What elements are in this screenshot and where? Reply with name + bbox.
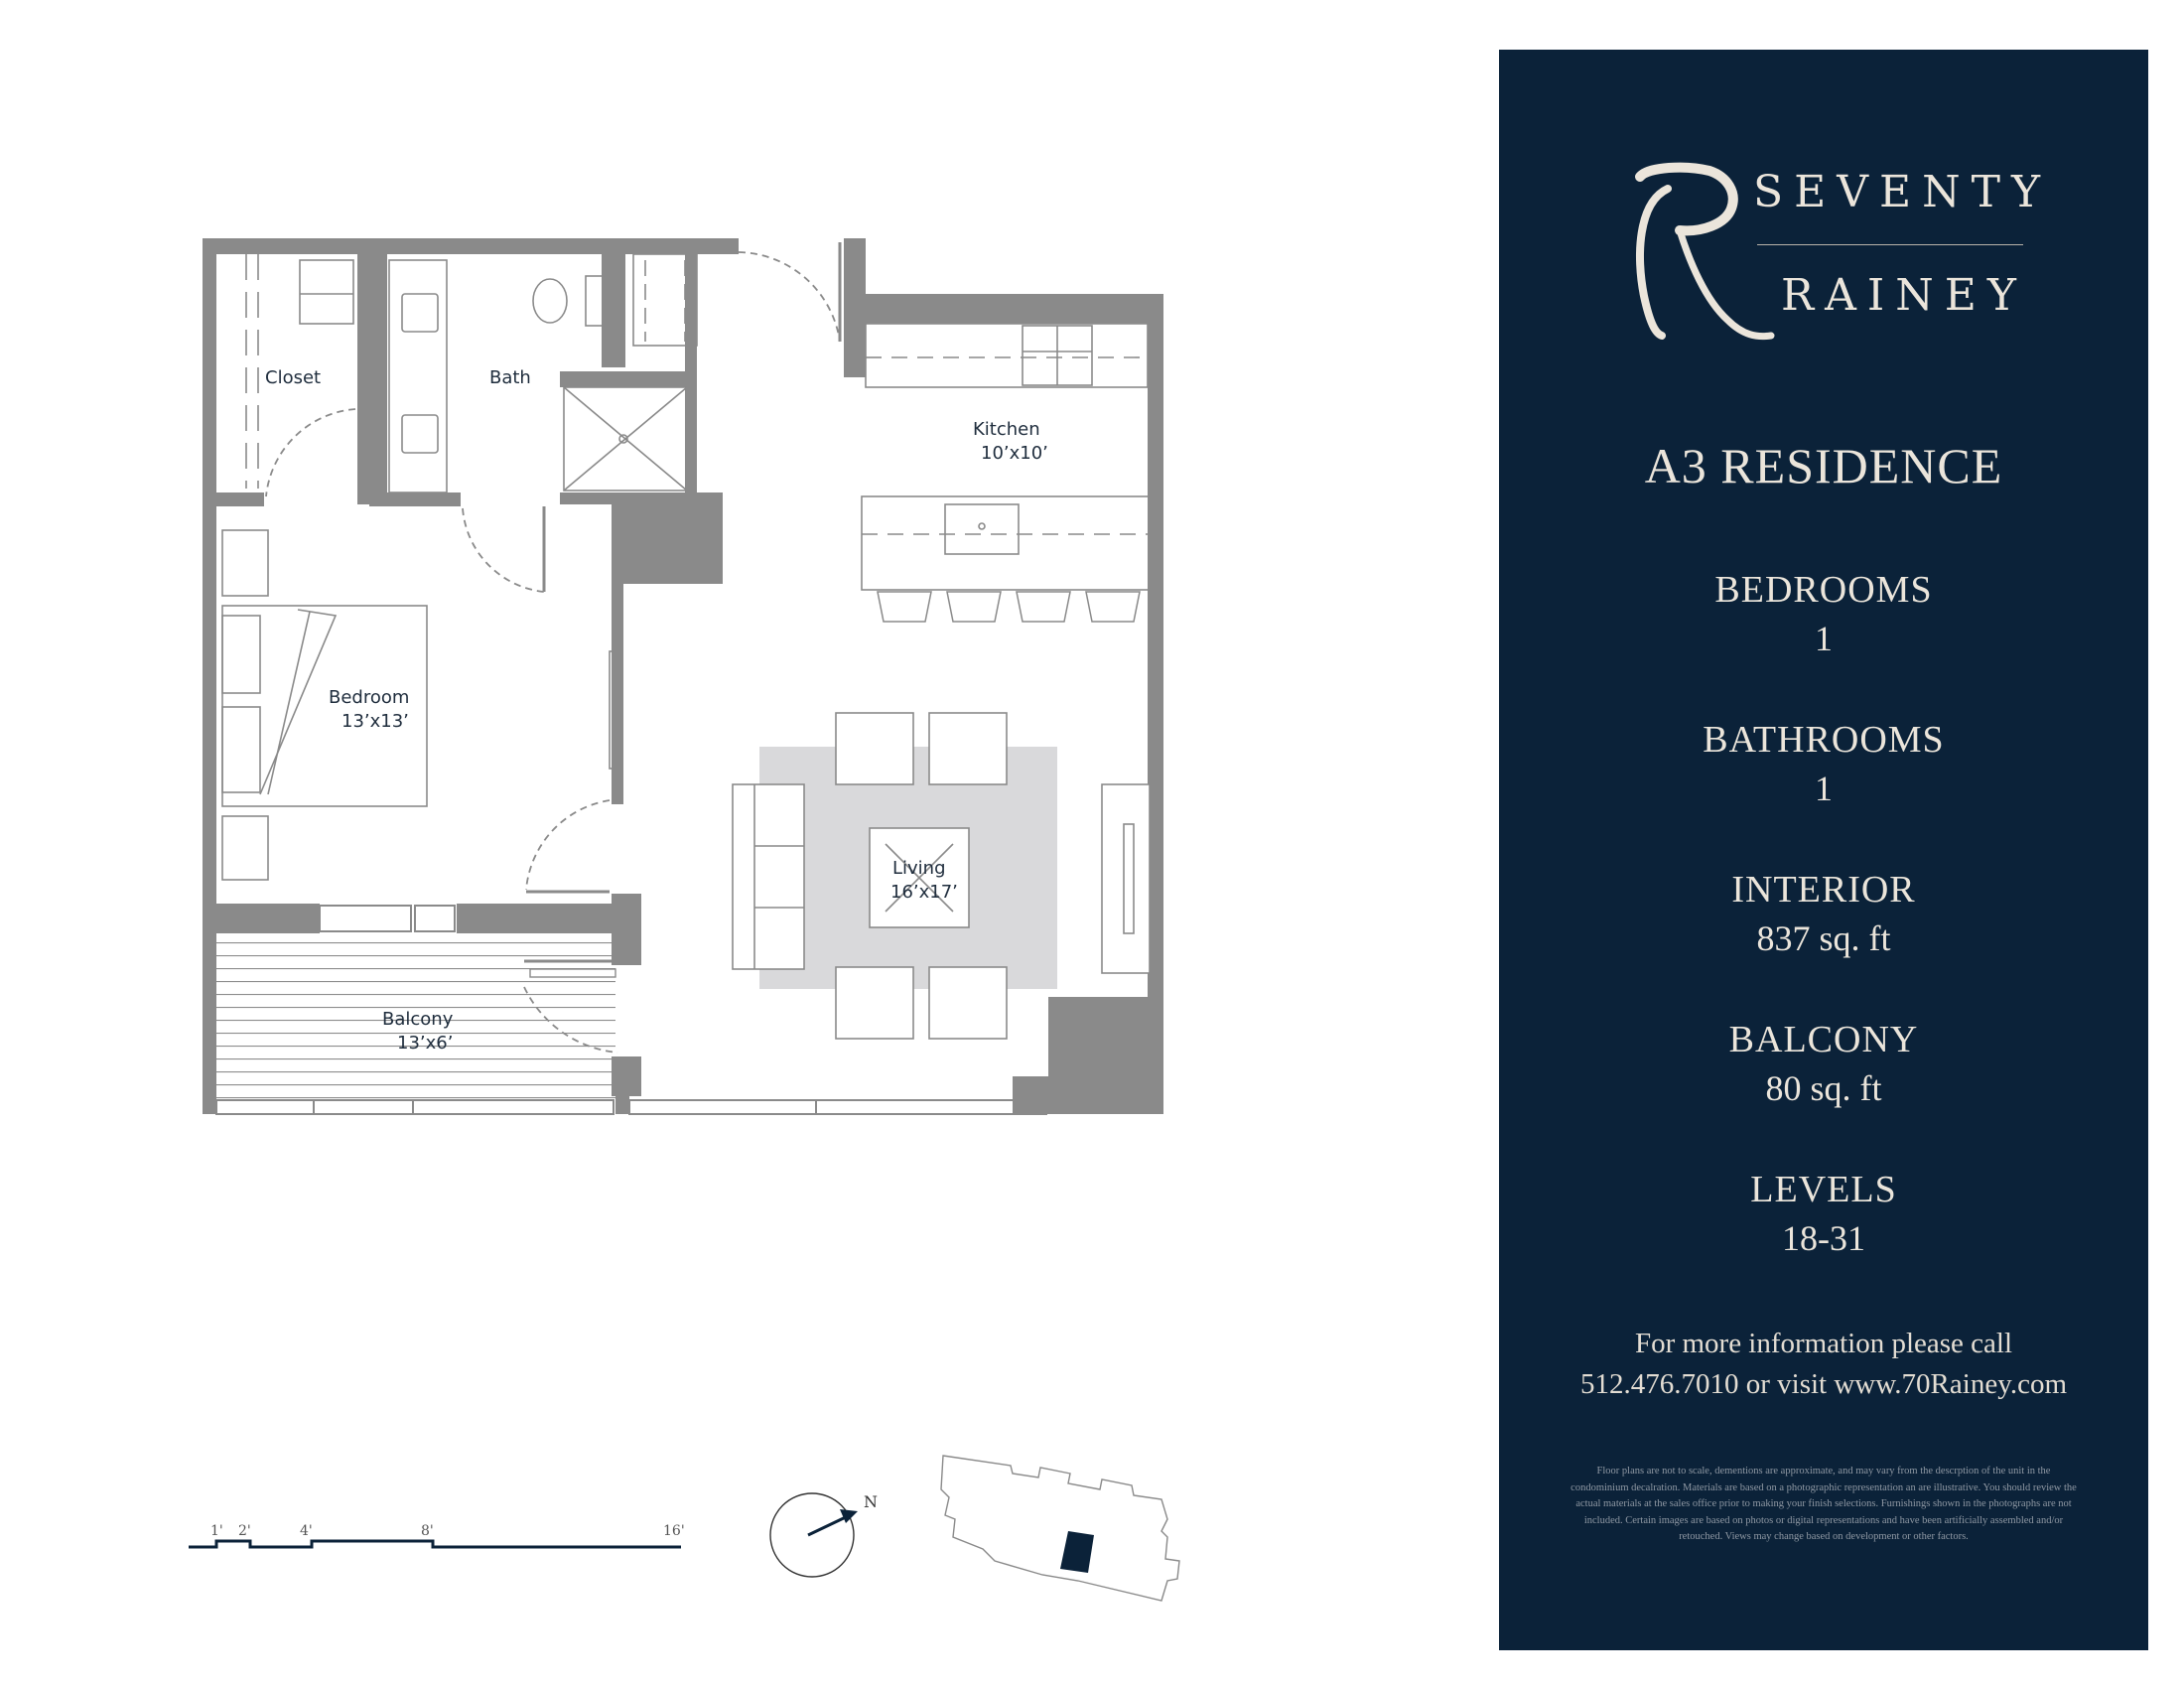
contact-info: For more information please call 512.476… (1499, 1324, 2148, 1405)
kitchen-label: Kitchen (973, 419, 1040, 440)
walls (203, 238, 1163, 1114)
windows (215, 905, 1047, 1115)
contact-line-2[interactable]: 512.476.7010 or visit www.70Rainey.com (1580, 1368, 2067, 1400)
stat-value: 1 (1815, 769, 1833, 808)
balcony-label: Balcony (382, 1009, 454, 1030)
residence-title: A3 RESIDENCE (1644, 438, 2003, 493)
bedroom-size: 13’x13’ (341, 711, 409, 732)
disclaimer-text: Floor plans are not to scale, dementions… (1570, 1466, 2077, 1542)
kitchen-fixtures (861, 323, 1153, 591)
stat-label: BEDROOMS (1714, 569, 1933, 611)
stat-value: 1 (1815, 619, 1833, 658)
info-panel: SEVENTY RAINEY A3 RESIDENCE BEDROOMS 1 B… (1499, 50, 2148, 1650)
stat-balcony: BALCONY 80 sq. ft (1499, 1016, 2148, 1113)
closet-shelf (299, 259, 354, 325)
stat-label: INTERIOR (1731, 869, 1916, 911)
stat-levels: LEVELS 18-31 (1499, 1166, 2148, 1263)
brand-divider (1757, 244, 2023, 245)
stat-value: 80 sq. ft (1765, 1068, 1882, 1108)
bar-stools (877, 591, 1141, 623)
closet-rods (245, 254, 259, 489)
closet-label: Closet (265, 367, 321, 388)
contact-line-1: For more information please call (1634, 1328, 2013, 1359)
scale-tick-4: 4' (300, 1523, 313, 1539)
brand-name-line-2: RAINEY (1781, 270, 2027, 321)
stat-bedrooms: BEDROOMS 1 (1499, 566, 2148, 663)
scale-tick-1: 1' (210, 1523, 223, 1539)
door-leaves (524, 242, 842, 963)
living-label: Living (892, 858, 946, 879)
stat-value: 18-31 (1782, 1218, 1865, 1258)
bedroom-furniture (221, 529, 622, 881)
bath-label: Bath (489, 367, 531, 388)
living-furniture (732, 712, 1151, 1040)
70-monogram-icon (1635, 162, 1775, 341)
kitchen-size: 10’x10’ (981, 443, 1048, 464)
stat-label: LEVELS (1750, 1169, 1897, 1210)
balcony-size: 13’x6’ (397, 1033, 453, 1054)
door-swings (265, 251, 841, 1054)
stat-bathrooms: BATHROOMS 1 (1499, 716, 2148, 813)
stat-label: BATHROOMS (1703, 719, 1945, 761)
floor-plan: Closet Bath Kitchen 10’x10’ Bedroom 13’x… (189, 238, 1180, 1602)
bedroom-label: Bedroom (329, 687, 409, 708)
living-size: 16’x17’ (890, 882, 958, 903)
key-plan (940, 1455, 1180, 1602)
compass-north-label: N (864, 1492, 878, 1511)
balcony-rail (529, 968, 616, 978)
scale-tick-16: 16' (663, 1523, 685, 1539)
scale-tick-8: 8' (421, 1523, 434, 1539)
stat-interior: INTERIOR 837 sq. ft (1499, 866, 2148, 963)
scale-tick-2: 2' (238, 1523, 251, 1539)
bath-fixtures (388, 253, 698, 493)
scale-bar: 1' 2' 4' 8' 16' (189, 1523, 685, 1549)
balcony-deck (216, 935, 615, 1108)
stat-value: 837 sq. ft (1756, 918, 1891, 958)
brand-name-line-1: SEVENTY (1753, 167, 2052, 217)
compass-icon: N (769, 1492, 878, 1578)
stat-label: BALCONY (1728, 1019, 1919, 1060)
